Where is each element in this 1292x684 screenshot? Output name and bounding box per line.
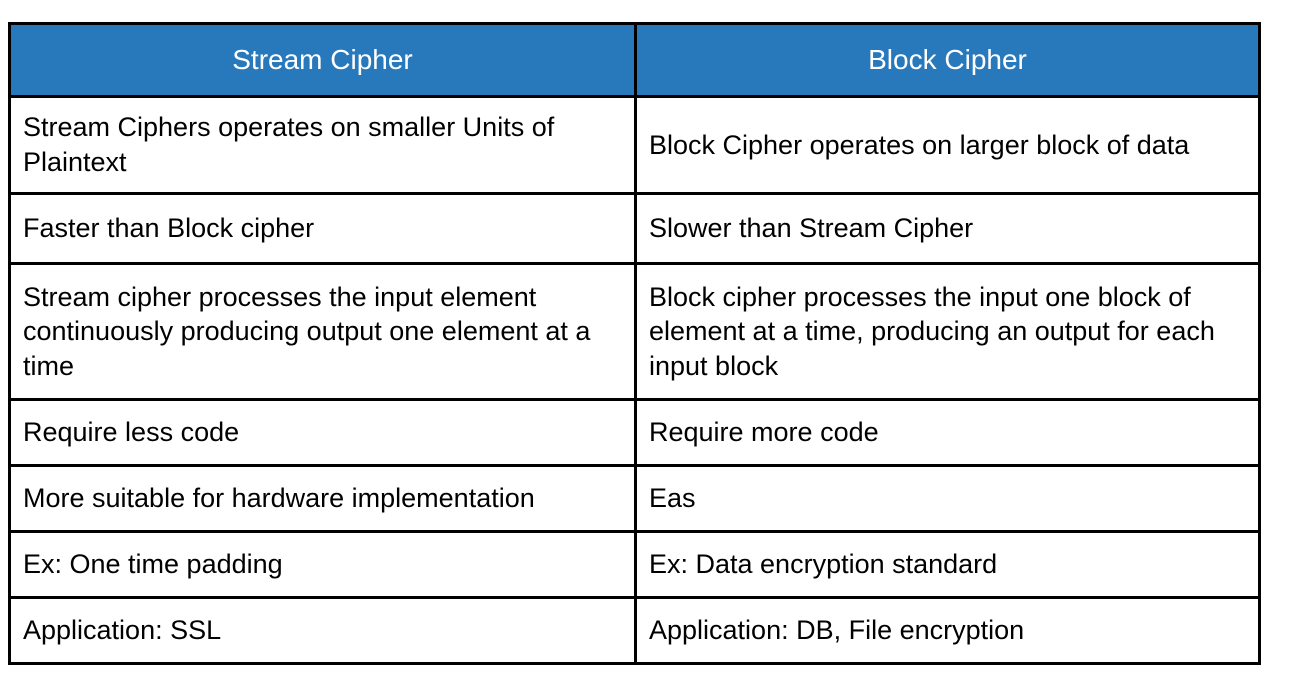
table-cell-stream: Application: SSL xyxy=(8,596,637,665)
cell-text: More suitable for hardware implementatio… xyxy=(23,483,535,514)
cell-text: Application: DB, File encryption xyxy=(649,615,1025,646)
table-cell-block: Block cipher processes the input one blo… xyxy=(634,262,1261,401)
table-cell-stream: Ex: One time padding xyxy=(8,530,637,599)
table-row: Stream cipher processes the input elemen… xyxy=(8,262,1261,401)
table-cell-stream: Stream cipher processes the input elemen… xyxy=(8,262,637,401)
cell-text: Block cipher processes the input one blo… xyxy=(649,281,1215,381)
table-cell-block: Require more code xyxy=(634,398,1261,467)
cell-text: Stream cipher processes the input elemen… xyxy=(23,281,591,381)
cell-text: Application: SSL xyxy=(23,615,222,646)
table-row: Stream Ciphers operates on smaller Units… xyxy=(8,95,1261,195)
table-row: Faster than Block cipher Slower than Str… xyxy=(8,192,1261,265)
cell-text: Stream Ciphers operates on smaller Units… xyxy=(23,112,555,177)
table-row: Require less code Require more code xyxy=(8,398,1261,467)
cell-text: Require more code xyxy=(649,417,879,448)
table-cell-stream: Faster than Block cipher xyxy=(8,192,637,265)
cell-text: Ex: Data encryption standard xyxy=(649,549,998,580)
table-cell-block: Slower than Stream Cipher xyxy=(634,192,1261,265)
column-header-stream-cipher: Stream Cipher xyxy=(8,22,637,98)
cell-text: Slower than Stream Cipher xyxy=(649,213,974,244)
table-cell-block: Ex: Data encryption standard xyxy=(634,530,1261,599)
table-row: Ex: One time padding Ex: Data encryption… xyxy=(8,530,1261,599)
table-header: Stream Cipher Block Cipher xyxy=(8,22,1261,98)
table-header-row: Stream Cipher Block Cipher xyxy=(8,22,1261,98)
cell-text: Require less code xyxy=(23,417,240,448)
cipher-comparison-table: Stream Cipher Block Cipher Stream Cipher… xyxy=(8,22,1261,665)
cell-text: Block Cipher operates on larger block of… xyxy=(649,129,1190,160)
table-row: More suitable for hardware implementatio… xyxy=(8,464,1261,533)
cell-text: Eas xyxy=(649,483,696,514)
cell-text: Ex: One time padding xyxy=(23,549,283,580)
table-cell-stream: Stream Ciphers operates on smaller Units… xyxy=(8,95,637,195)
table-cell-stream: Require less code xyxy=(8,398,637,467)
cell-text: Faster than Block cipher xyxy=(23,213,315,244)
table-body: Stream Ciphers operates on smaller Units… xyxy=(8,95,1261,665)
column-header-block-cipher: Block Cipher xyxy=(634,22,1261,98)
table-cell-stream: More suitable for hardware implementatio… xyxy=(8,464,637,533)
table-cell-block: Application: DB, File encryption xyxy=(634,596,1261,665)
table-cell-block: Eas xyxy=(634,464,1261,533)
table-row: Application: SSL Application: DB, File e… xyxy=(8,596,1261,665)
table-cell-block: Block Cipher operates on larger block of… xyxy=(634,95,1261,195)
